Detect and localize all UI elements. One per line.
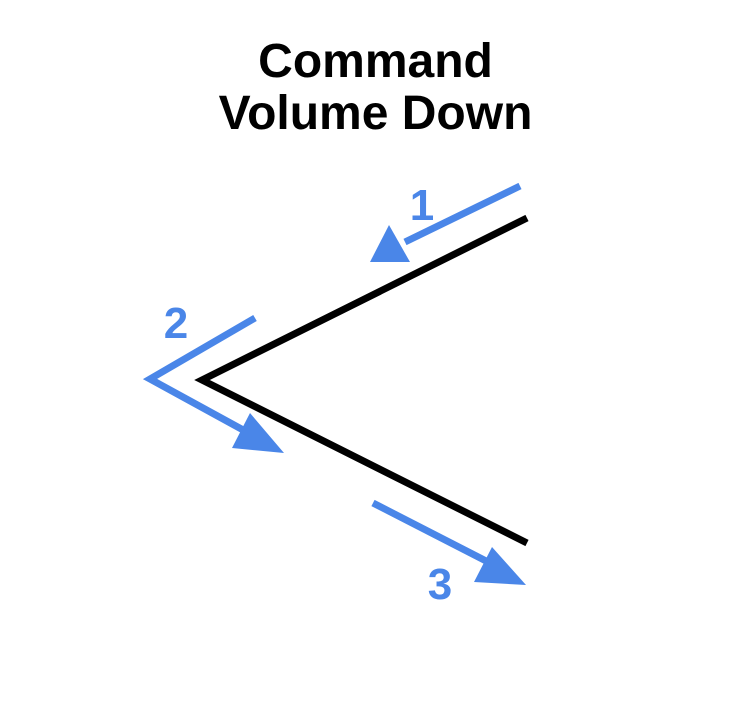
step-2-label: 2 [164, 299, 188, 348]
step-2-arrowhead [232, 413, 284, 453]
page-title: Command Volume Down [0, 36, 751, 140]
step-1-arrow [370, 182, 522, 262]
title-line-1: Command [258, 35, 493, 88]
step-1-arrowhead [370, 225, 410, 262]
step-3-arrow [371, 499, 526, 585]
gesture-path [194, 214, 529, 547]
step-3-arrowhead [474, 547, 526, 585]
title-line-2: Volume Down [218, 87, 533, 140]
step-3-label: 3 [428, 560, 452, 609]
step-1-label: 1 [410, 181, 434, 230]
step-2-arrow [142, 314, 284, 453]
